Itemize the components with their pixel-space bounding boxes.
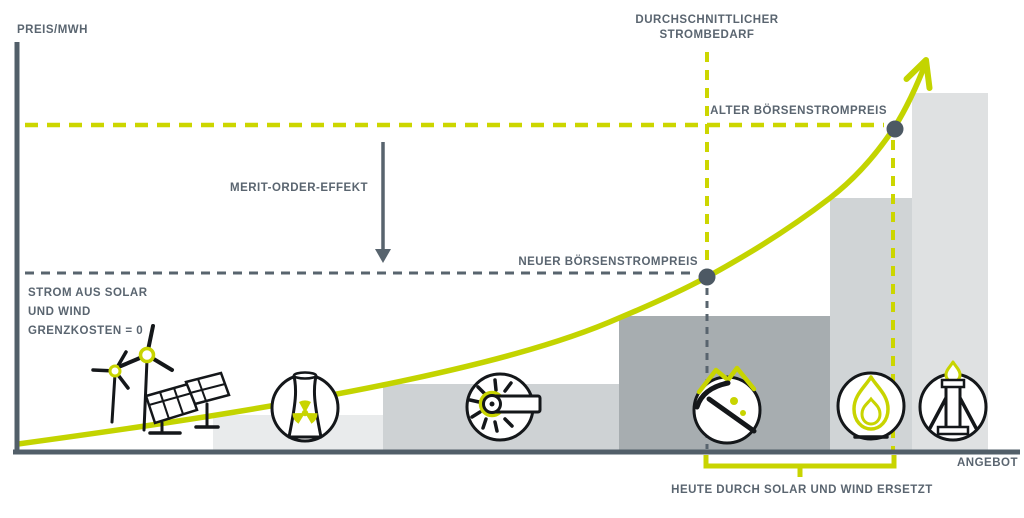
turbine-icon [465, 372, 542, 442]
old-price-dot [886, 120, 904, 138]
axes-lines [13, 42, 1020, 455]
renewables-label-line3: GRENZKOSTEN = 0 [28, 325, 144, 337]
merit-order-arrow [375, 142, 391, 263]
renewables-label-line2: UND WIND [28, 306, 91, 318]
supply-curve [15, 57, 933, 447]
gas-flame-icon [836, 371, 906, 441]
old-price-label: ALTER BÖRSENSTROMPREIS [710, 105, 887, 117]
demand-label-line1: DURCHSCHNITTLICHER [635, 14, 779, 26]
replaced-bracket [703, 455, 897, 477]
oil-pump-icon [918, 360, 988, 442]
curve-arrowhead-icon [903, 57, 933, 91]
renewables-label: STROM AUS SOLAR UND WIND GRENZKOSTEN = 0 [28, 284, 148, 341]
y-axis-label: PREIS/MWH [17, 24, 88, 36]
demand-label-line2: STROMBEDARF [659, 29, 755, 41]
x-axis-label: ANGEBOT [957, 457, 1018, 469]
wind-solar-icon [91, 324, 231, 435]
renewables-label-line1: STROM AUS SOLAR [28, 287, 148, 299]
new-price-dot [698, 268, 716, 286]
merit-order-label: MERIT-ORDER-EFFEKT [230, 182, 369, 194]
nuclear-plant-icon [270, 371, 340, 443]
demand-label: DURCHSCHNITTLICHER STROMBEDARF [607, 13, 807, 43]
coal-pickaxe-icon [692, 365, 762, 445]
price-dots [698, 120, 904, 286]
new-price-label: NEUER BÖRSENSTROMPREIS [518, 256, 698, 268]
replaced-label: HEUTE DURCH SOLAR UND WIND ERSETZT [671, 484, 933, 496]
